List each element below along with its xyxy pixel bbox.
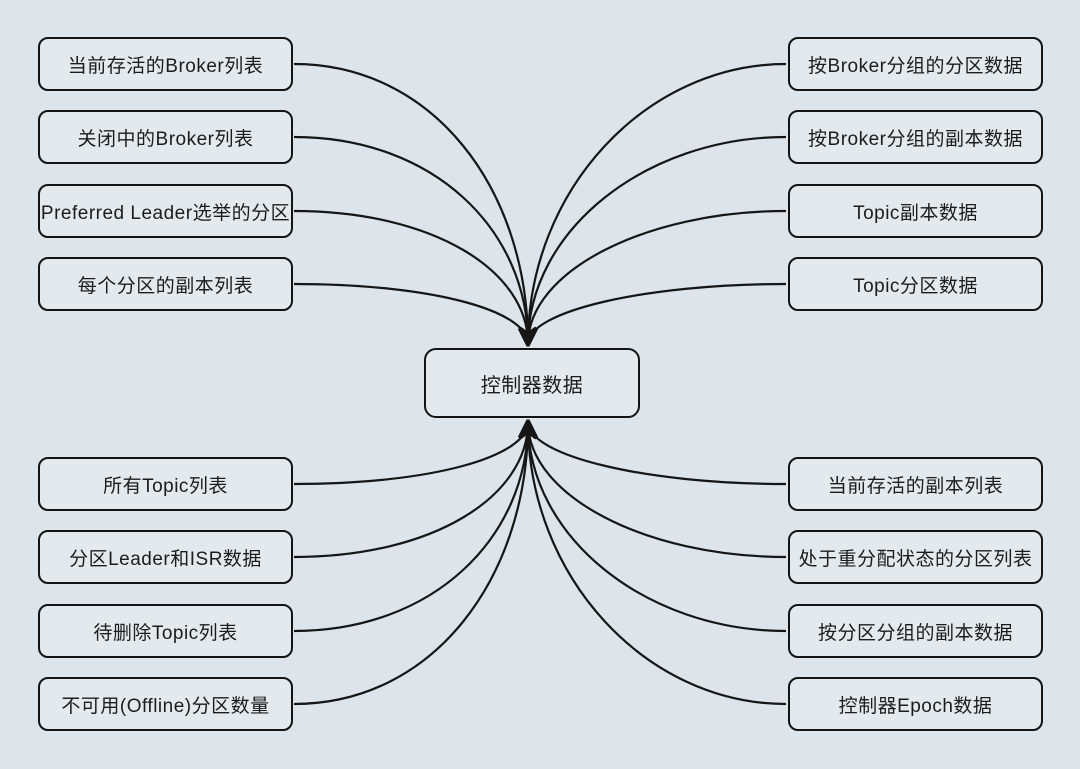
- node-partition-replica-list: 每个分区的副本列表: [38, 257, 293, 311]
- edge-right-top-2: [528, 135, 787, 344]
- node-label: 当前存活的副本列表: [827, 475, 1004, 497]
- node-reassigning-partition-list: 处于重分配状态的分区列表: [788, 530, 1043, 584]
- edge-left-bottom-4: [293, 422, 528, 706]
- node-label: Preferred Leader选举的分区: [40, 202, 291, 224]
- edge-right-bottom-2: [528, 422, 787, 559]
- node-preferred-leader-election-partitions: Preferred Leader选举的分区: [38, 184, 293, 238]
- edge-right-top-3: [528, 209, 787, 344]
- node-label: 分区Leader和ISR数据: [69, 548, 262, 570]
- node-label: 控制器Epoch数据: [838, 695, 993, 717]
- node-label: 按Broker分组的分区数据: [808, 55, 1023, 77]
- node-partitions-grouped-by-broker: 按Broker分组的分区数据: [788, 37, 1043, 91]
- node-alive-replica-list: 当前存活的副本列表: [788, 457, 1043, 511]
- node-label: 控制器数据: [480, 374, 584, 397]
- node-topic-partition-data: Topic分区数据: [788, 257, 1043, 311]
- edge-right-bottom-1: [528, 422, 787, 486]
- edge-left-bottom-2: [293, 422, 528, 559]
- node-label: 每个分区的副本列表: [77, 275, 254, 297]
- edge-right-bottom-4: [528, 422, 787, 706]
- node-offline-partition-count: 不可用(Offline)分区数量: [38, 677, 293, 731]
- node-replicas-grouped-by-partition: 按分区分组的副本数据: [788, 604, 1043, 658]
- edge-left-top-1: [293, 62, 528, 344]
- node-controller-data: 控制器数据: [424, 348, 640, 418]
- edge-left-bottom-1: [293, 422, 528, 486]
- node-alive-broker-list: 当前存活的Broker列表: [38, 37, 293, 91]
- node-label: 关闭中的Broker列表: [77, 128, 254, 150]
- node-label: 按分区分组的副本数据: [817, 622, 1013, 644]
- edge-right-top-1: [528, 62, 787, 344]
- node-label: 处于重分配状态的分区列表: [798, 548, 1033, 570]
- node-controller-epoch-data: 控制器Epoch数据: [788, 677, 1043, 731]
- node-label: 按Broker分组的副本数据: [808, 128, 1023, 150]
- edge-left-top-3: [293, 209, 528, 344]
- node-all-topic-list: 所有Topic列表: [38, 457, 293, 511]
- node-partition-leader-isr-data: 分区Leader和ISR数据: [38, 530, 293, 584]
- edge-right-bottom-3: [528, 422, 787, 633]
- edge-left-top-4: [293, 282, 528, 344]
- node-shutting-down-broker-list: 关闭中的Broker列表: [38, 110, 293, 164]
- edge-left-bottom-3: [293, 422, 528, 633]
- node-label: Topic分区数据: [853, 275, 978, 297]
- node-topics-to-delete-list: 待删除Topic列表: [38, 604, 293, 658]
- node-label: 所有Topic列表: [103, 475, 228, 497]
- node-label: 不可用(Offline)分区数量: [61, 695, 270, 717]
- node-topic-replica-data: Topic副本数据: [788, 184, 1043, 238]
- node-label: 待删除Topic列表: [93, 622, 238, 644]
- edge-right-top-4: [528, 282, 787, 344]
- node-replicas-grouped-by-broker: 按Broker分组的副本数据: [788, 110, 1043, 164]
- node-label: Topic副本数据: [853, 202, 978, 224]
- edge-left-top-2: [293, 135, 528, 344]
- node-label: 当前存活的Broker列表: [67, 55, 264, 77]
